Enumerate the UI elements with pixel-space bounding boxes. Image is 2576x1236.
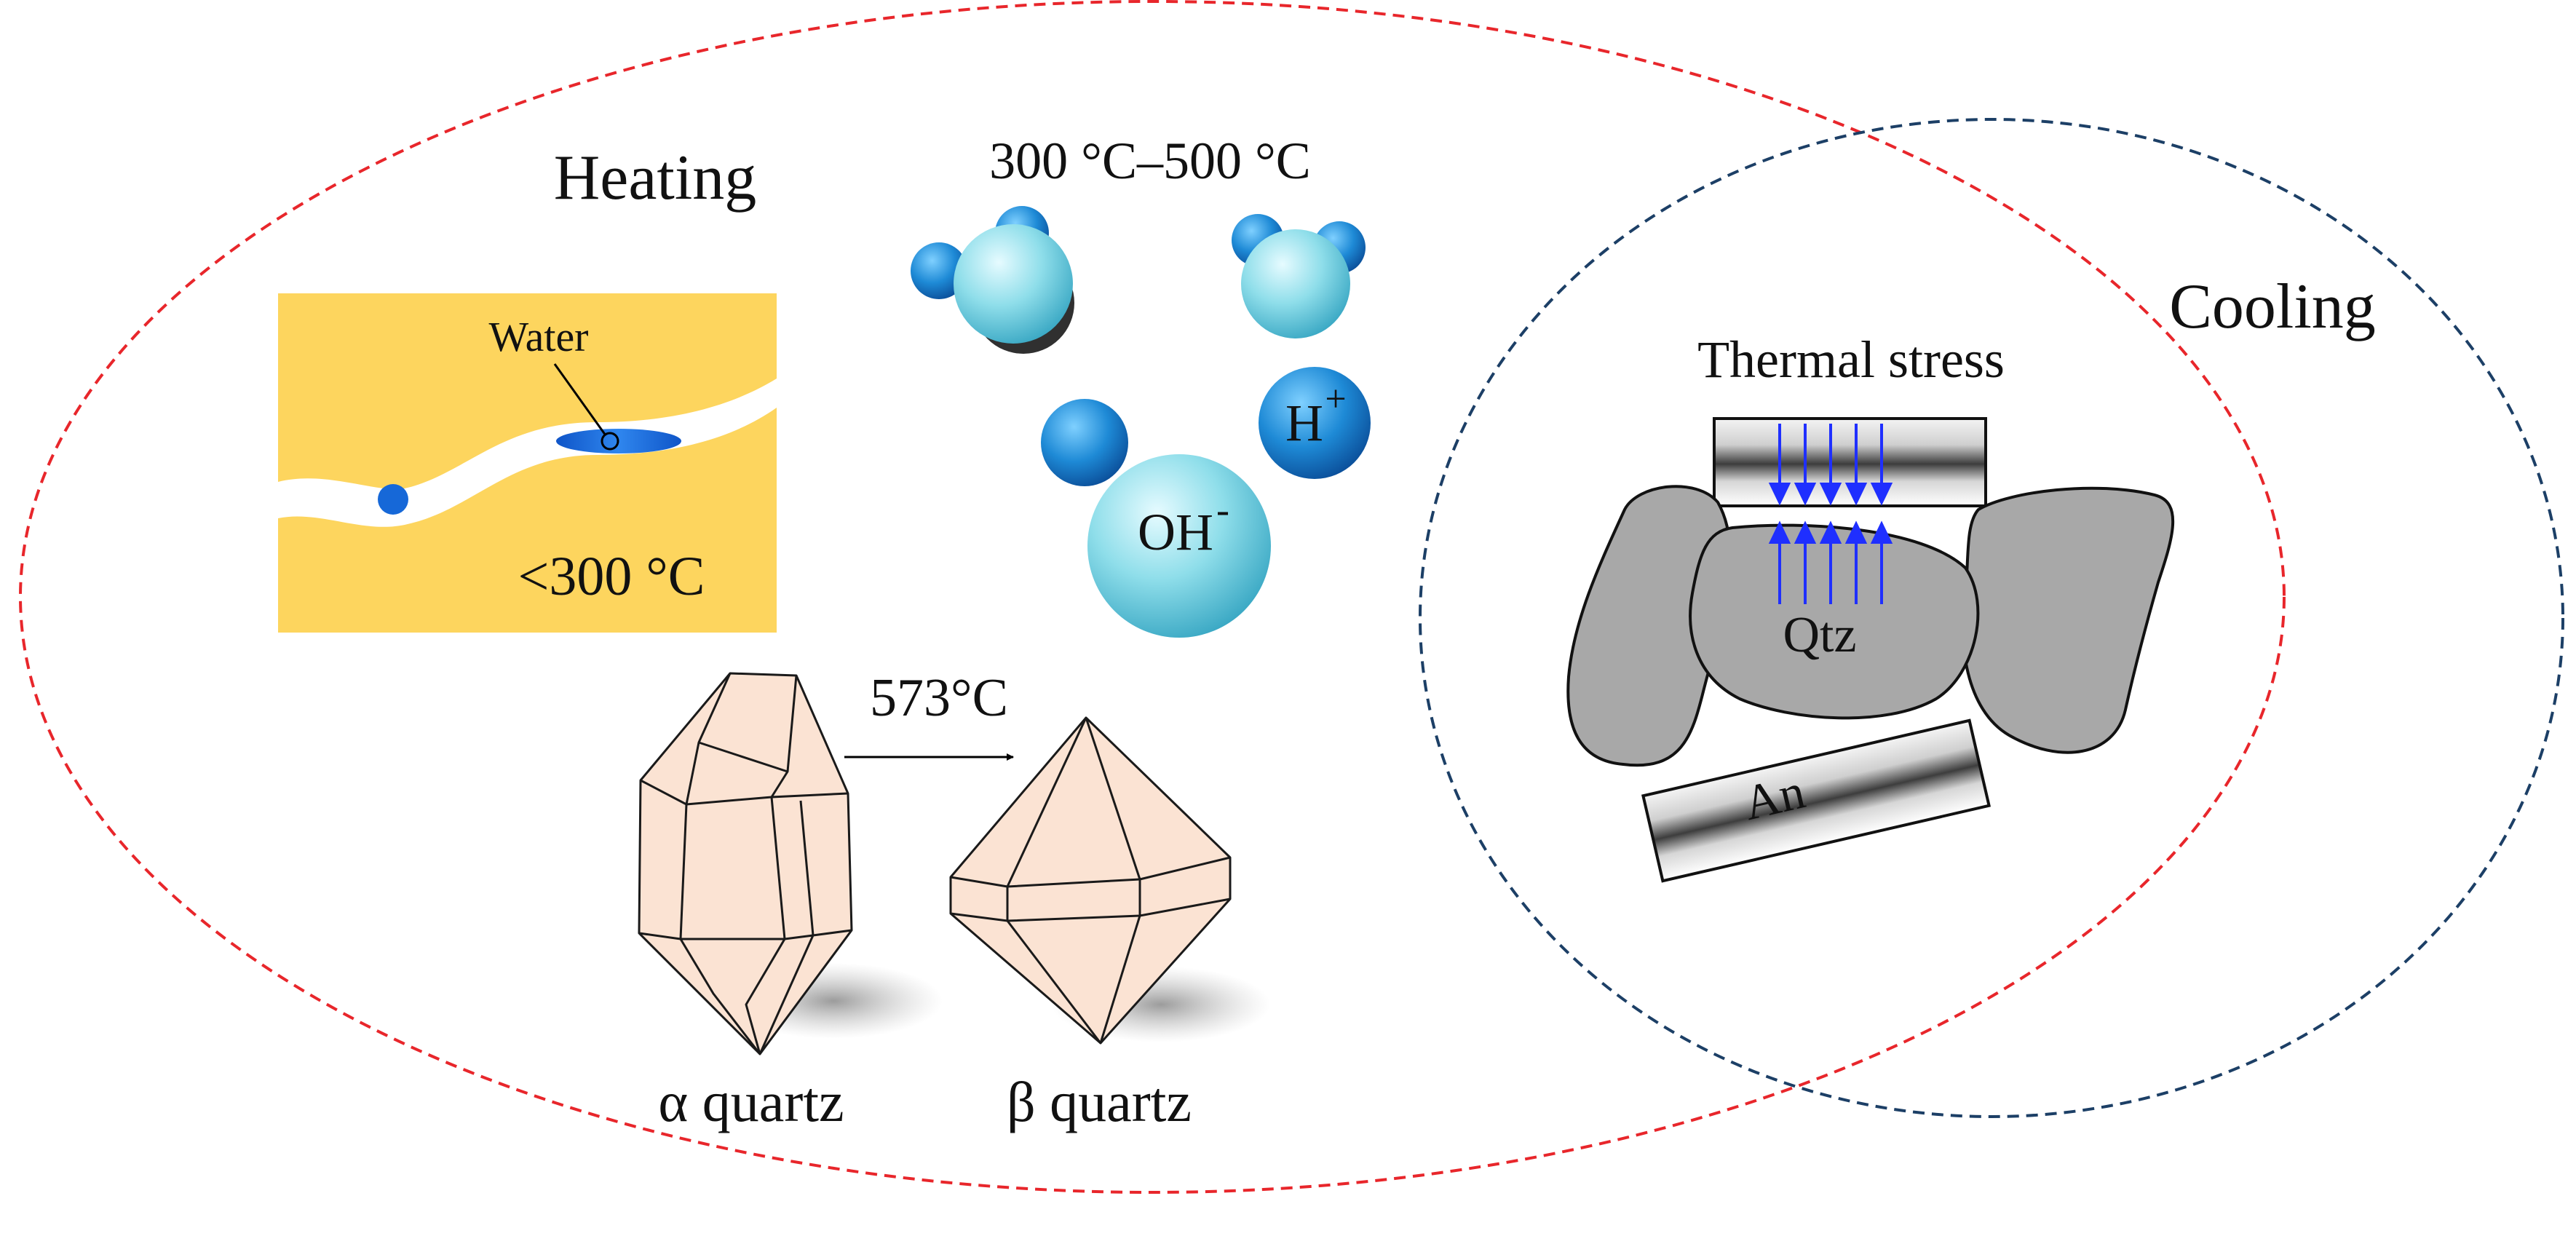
stress-bar-top	[1713, 417, 1987, 507]
compression-arrows-up	[1768, 520, 1893, 604]
hydrogen-label: H	[1285, 394, 1323, 452]
mineral-grain-left	[1566, 485, 1732, 767]
alpha-quartz-crystal-icon	[638, 672, 943, 1055]
water-molecule-icon	[1232, 214, 1366, 338]
alpha-quartz-label: α quartz	[658, 1070, 844, 1133]
thermal-stress-inset: Thermal stress Qtz An	[1566, 330, 2175, 883]
heating-label: Heating	[554, 143, 757, 213]
hydroxide-label: OH	[1138, 503, 1213, 561]
cooling-label: Cooling	[2169, 272, 2376, 342]
hydrogen-ion-icon: H +	[1259, 367, 1371, 479]
water-droplet-small	[378, 484, 408, 515]
pore-water-inset: Water <300 °C	[278, 293, 777, 633]
thermal-stress-label: Thermal stress	[1697, 330, 2005, 389]
water-pointer-line	[553, 363, 607, 436]
compression-arrows-down	[1768, 424, 1893, 506]
water-molecule-icon	[911, 206, 1074, 354]
water-label: Water	[488, 313, 588, 360]
anorthite-grain: An	[1641, 718, 1992, 883]
cooling-boundary	[1419, 118, 2564, 1118]
hydroxide-charge: -	[1216, 488, 1229, 531]
beta-quartz-label: β quartz	[1007, 1070, 1192, 1133]
water-pointer-ring	[601, 432, 619, 451]
mineral-grain-right	[1961, 486, 2175, 754]
below-300-label: <300 °C	[518, 546, 705, 607]
anorthite-label: An	[1738, 763, 1810, 831]
temperature-range-label: 300 °C–500 °C	[989, 132, 1311, 190]
quartz-grain	[1689, 523, 1980, 720]
hydrogen-charge: +	[1325, 379, 1346, 420]
hydroxide-ion-icon: OH -	[1041, 399, 1271, 638]
heating-boundary	[19, 0, 2286, 1194]
transition-temperature-label: 573°C	[870, 668, 1008, 728]
beta-quartz-crystal-icon	[949, 716, 1270, 1045]
quartz-label: Qtz	[1783, 607, 1856, 663]
